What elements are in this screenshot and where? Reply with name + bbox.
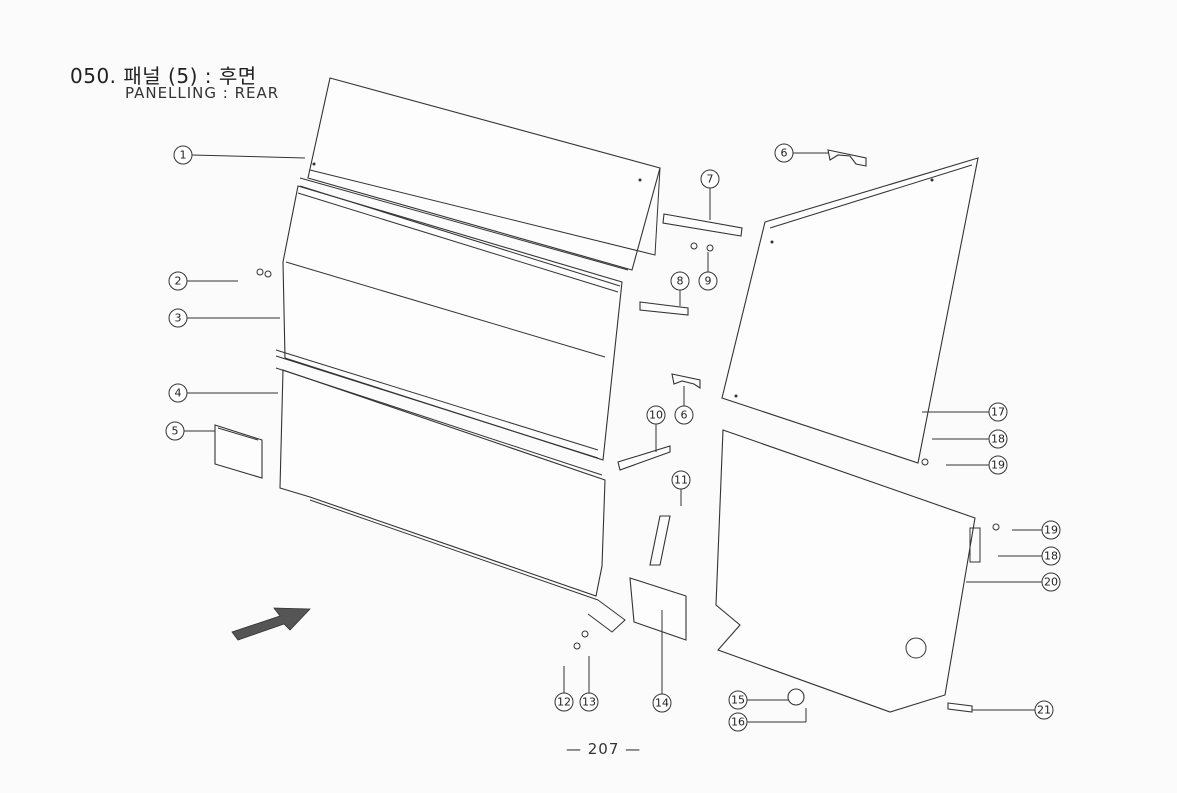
callout-label: 5 <box>172 425 179 438</box>
callout-label: 1 <box>180 149 187 162</box>
callout-7: 7 <box>700 169 720 189</box>
callout-label: 17 <box>991 406 1005 419</box>
callout-19: 19 <box>1041 520 1061 540</box>
callout-label: 15 <box>731 694 745 707</box>
callout-label: 6 <box>681 409 688 422</box>
callout-label: 21 <box>1037 704 1051 717</box>
callout-8: 8 <box>670 271 690 291</box>
callout-label: 18 <box>991 433 1005 446</box>
page-title-korean: 050. 패널 (5) : 후면 <box>70 64 257 88</box>
bracket-part-5 <box>214 424 263 479</box>
panel-part-1 <box>299 77 661 271</box>
callout-label: 4 <box>175 387 182 400</box>
callout-label: 13 <box>582 696 596 709</box>
callout-2: 2 <box>168 271 188 291</box>
callout-11: 11 <box>671 470 691 490</box>
callout-label: 7 <box>707 173 714 186</box>
callout-label: 2 <box>175 275 182 288</box>
callout-label: 14 <box>655 697 669 710</box>
callout-10: 10 <box>646 405 666 425</box>
leader-lines <box>184 152 1042 723</box>
callout-4: 4 <box>168 383 188 403</box>
callout-3: 3 <box>168 308 188 328</box>
callout-label: 20 <box>1044 576 1058 589</box>
callout-13: 13 <box>579 692 599 712</box>
callout-label: 3 <box>175 312 182 325</box>
page-number: — 207 — <box>566 740 642 758</box>
callout-6: 6 <box>774 143 794 163</box>
callout-21: 21 <box>1034 700 1054 720</box>
callout-18: 18 <box>1041 546 1061 566</box>
callout-label: 16 <box>731 716 745 729</box>
hardware-parts <box>231 149 1000 713</box>
callout-14: 14 <box>652 693 672 713</box>
callout-5: 5 <box>165 421 185 441</box>
page-title-english: PANELLING : REAR <box>125 84 280 102</box>
callout-16: 16 <box>728 712 748 732</box>
callout-label: 18 <box>1044 550 1058 563</box>
callout-label: 10 <box>649 409 663 422</box>
panel-part-4 <box>275 367 626 633</box>
callout-label: 9 <box>705 275 712 288</box>
callout-18: 18 <box>988 429 1008 449</box>
panel-part-17 <box>721 157 979 464</box>
callout-label: 12 <box>557 696 571 709</box>
callout-15: 15 <box>728 690 748 710</box>
callout-6: 6 <box>674 405 694 425</box>
callout-9: 9 <box>698 271 718 291</box>
callout-12: 12 <box>554 692 574 712</box>
callout-17: 17 <box>988 402 1008 422</box>
callout-label: 11 <box>674 474 688 487</box>
callout-1: 1 <box>173 145 193 165</box>
callout-label: 6 <box>781 147 788 160</box>
panel-part-3 <box>275 185 623 461</box>
panel-part-20 <box>715 429 981 713</box>
callout-label: 19 <box>991 459 1005 472</box>
callout-19: 19 <box>988 455 1008 475</box>
callout-20: 20 <box>1041 572 1061 592</box>
callout-label: 19 <box>1044 524 1058 537</box>
callout-label: 8 <box>677 275 684 288</box>
